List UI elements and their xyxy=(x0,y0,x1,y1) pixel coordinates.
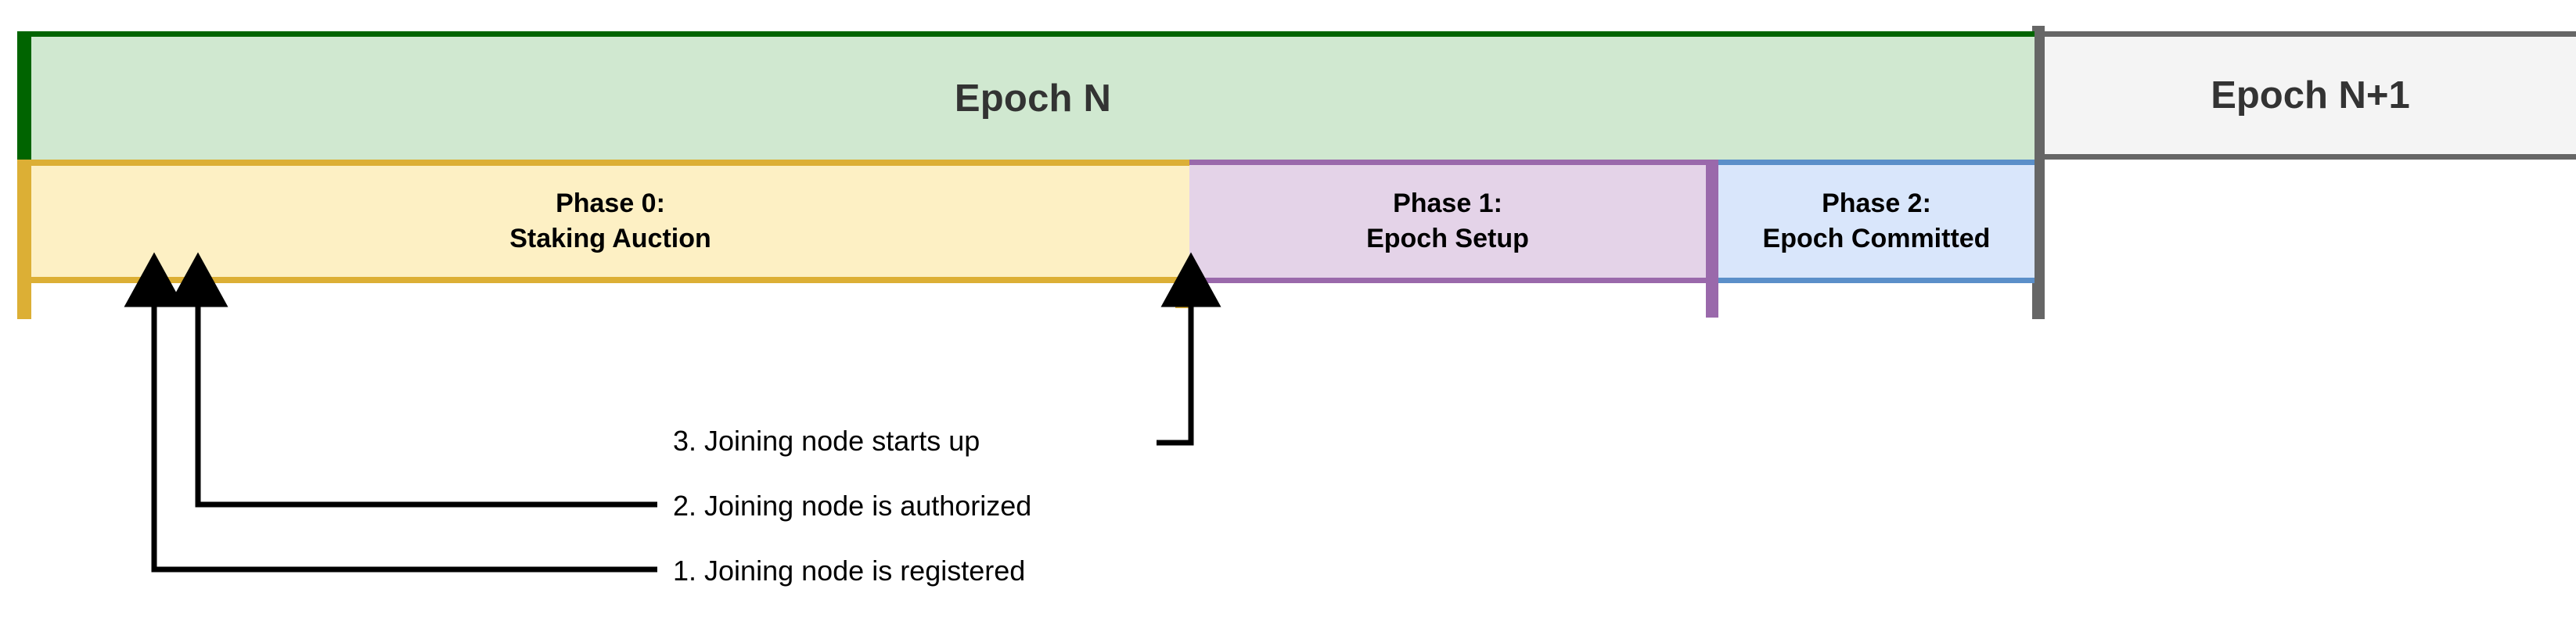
phase-0-title: Phase 0: xyxy=(556,188,665,218)
event-label-3: 3. Joining node starts up xyxy=(673,425,980,457)
callout-line-3 xyxy=(1157,252,1221,446)
phase-1-block: Phase 1: Epoch Setup xyxy=(1189,160,1706,283)
callout-line-2 xyxy=(167,252,657,508)
phase-0-name: Staking Auction xyxy=(509,224,711,253)
event-label-1: 1. Joining node is registered xyxy=(673,555,1026,587)
epoch-n-label: Epoch N xyxy=(954,77,1112,120)
phase-1-title: Phase 1: xyxy=(1393,188,1502,218)
phase-1-name: Epoch Setup xyxy=(1366,224,1529,253)
phase-2-block: Phase 2: Epoch Committed xyxy=(1718,160,2035,283)
phase-2-name: Epoch Committed xyxy=(1762,224,1991,253)
event-label-2: 2. Joining node is authorized xyxy=(673,490,1032,522)
epoch-n-end-marker xyxy=(2032,26,2045,319)
epoch-n-band: Epoch N xyxy=(31,31,2035,160)
phase-2-title: Phase 2: xyxy=(1822,188,1931,218)
epoch-n-start-marker xyxy=(17,31,31,160)
phase-0-start-marker xyxy=(17,160,31,319)
phase-0-block: Phase 0: Staking Auction xyxy=(31,160,1189,283)
callout-line-1 xyxy=(124,252,657,573)
phase-1-end-marker xyxy=(1706,160,1718,318)
epoch-n-plus-1-band: Epoch N+1 xyxy=(2045,31,2576,160)
epoch-n-plus-1-label: Epoch N+1 xyxy=(2211,74,2410,117)
